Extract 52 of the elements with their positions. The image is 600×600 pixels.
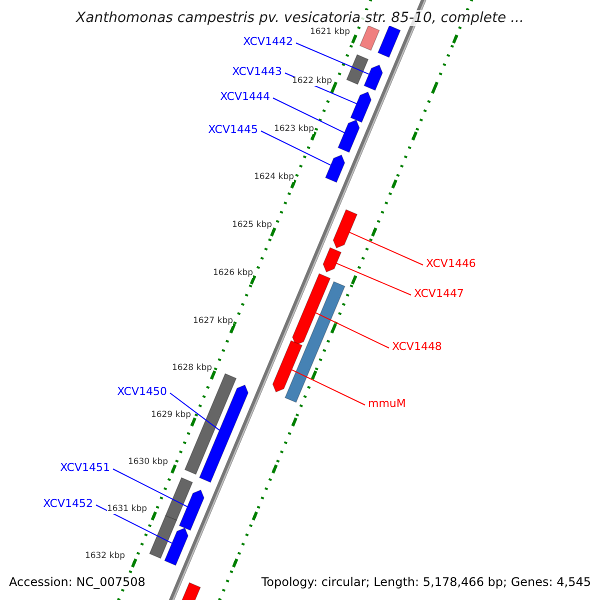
tick-label: 1631 kbp: [106, 505, 147, 514]
gene-label: XCV1448: [392, 341, 442, 352]
tick-label: 1632 kbp: [84, 552, 125, 560]
gene-label: XCV1446: [426, 258, 476, 269]
gene-label: XCV1442: [243, 36, 293, 47]
gene-feature: [346, 54, 369, 85]
gene-feature: [322, 247, 342, 273]
gene-feature: [149, 515, 178, 559]
gene-label: XCV1447: [414, 288, 464, 299]
leader-line: [112, 468, 188, 508]
tick-label: 1623 kbp: [274, 125, 314, 134]
gene-feature: [324, 154, 346, 183]
gene-label: XCV1443: [232, 66, 282, 77]
gene-feature: [359, 25, 380, 51]
gene-label: XCV1444: [220, 91, 270, 102]
gene-label: XCV1450: [117, 386, 167, 397]
tick-label: 1622 kbp: [292, 77, 332, 86]
genome-info-text: Topology: circular; Length: 5,178,466 bp; Genes: 4,545: [261, 576, 591, 588]
gene-label: XCV1445: [208, 124, 258, 135]
gene-feature: [377, 25, 401, 58]
gene-feature: [350, 91, 372, 123]
gene-feature: [178, 489, 204, 531]
gene-feature: [272, 340, 303, 393]
tick-label: 1625 kbp: [232, 221, 272, 230]
tick-label: 1628 kbp: [172, 364, 212, 372]
tick-label: 1627 kbp: [192, 317, 233, 326]
leader-line: [336, 262, 412, 296]
leader-line: [260, 130, 332, 166]
gene-feature: [338, 119, 360, 153]
gene-feature: [292, 273, 331, 346]
gene-feature: [164, 527, 188, 566]
leader-line: [96, 504, 172, 544]
gene-feature: [284, 281, 346, 403]
tick-label: 1626 kbp: [212, 269, 253, 278]
tick-label: 1630 kbp: [128, 458, 168, 466]
leader-line: [272, 98, 345, 134]
tick-label: 1629 kbp: [150, 411, 191, 420]
gene-feature: [364, 64, 383, 91]
gene-feature: [198, 384, 249, 483]
leader-line: [315, 312, 390, 348]
leader-line: [349, 232, 424, 266]
accession-text: Accession: NC_007508: [9, 576, 146, 588]
gene-label: XCV1451: [60, 462, 110, 473]
gene-feature: [332, 209, 358, 249]
tick-label: 1624 kbp: [254, 173, 294, 182]
leader-line: [296, 42, 370, 75]
leader-line: [170, 392, 220, 431]
gene-label: mmuM: [368, 398, 406, 409]
gene-feature: [164, 477, 194, 521]
leader-line: [291, 369, 366, 406]
tick-label: 1621 kbp: [310, 28, 350, 36]
gene-label: XCV1452: [43, 498, 93, 509]
